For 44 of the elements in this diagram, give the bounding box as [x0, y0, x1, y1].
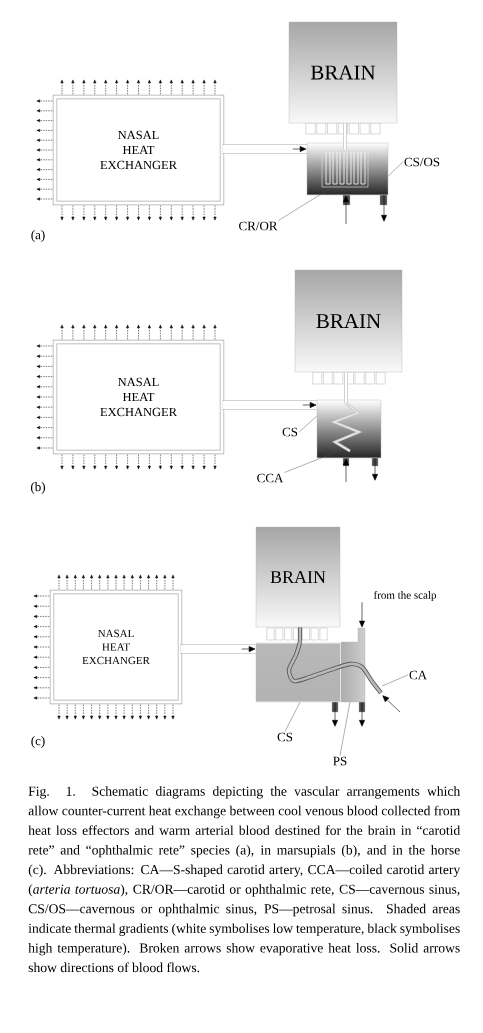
panel-label: (c) — [31, 736, 45, 748]
annotation-text: from the scalp — [373, 590, 437, 602]
brain-box: BRAIN — [294, 269, 403, 373]
flow-arrow — [372, 457, 378, 481]
brain-box: BRAIN — [288, 21, 398, 124]
leader-line — [284, 452, 337, 473]
abbreviation-label: PS — [333, 756, 347, 766]
leader-line — [278, 187, 333, 221]
artery-tube — [286, 641, 383, 695]
heat-exchanger-box: NASAL HEAT EXCHANGER — [52, 339, 225, 455]
flow-arrow — [332, 701, 338, 727]
abbreviation-label: CS — [282, 427, 298, 437]
abbreviation-label: CCA — [257, 473, 284, 483]
abbreviation-label: CA — [409, 670, 427, 680]
caption: Fig. 1. Schematic diagrams depicting the vascular arrangements which allow counter-current heat exchange between cool venous blood collected from heat loss effectors and warm arterial blood destined for the brain in “carotid rete” and “ophthalmic rete” species (a), in marsupials (b), and in the horse (c). Abbreviations: CA—S-shaped carotid artery, CCA—coiled carotid artery (arteria tortuosa), CR/OR—carotid or ophthalmic rete, CS—cavernous sinus, CS/OS—cavernous or ophthalmic sinus, PS—petrosal sinus. Shaded areas indicate thermal gradients (white symbolises low temperature, black symbolises high temperature). Broken arrows show evaporative heat loss. Solid arrows show directions of blood flows. — [28, 786, 461, 973]
leader-line — [381, 674, 408, 687]
panel-label: (b) — [31, 482, 45, 494]
abbreviation-label: CS/OS — [404, 157, 440, 167]
flow-arrow — [359, 601, 365, 628]
rete-drawing — [321, 149, 369, 188]
flow-arrow — [343, 195, 349, 225]
leader-line — [339, 702, 351, 756]
panel-label: (a) — [31, 230, 45, 242]
leader-line — [284, 702, 301, 732]
flow-arrow — [381, 194, 387, 222]
flow-arrow — [343, 458, 349, 483]
flow-arrow — [382, 695, 401, 713]
vessel — [343, 123, 347, 150]
abbreviation-label: CS — [277, 732, 293, 742]
flow-arrow — [359, 701, 365, 727]
artery-tube — [297, 627, 303, 642]
leader-line — [387, 161, 403, 177]
coiled-artery — [330, 401, 363, 453]
leader-line — [298, 415, 318, 433]
sinus-box — [316, 399, 382, 459]
abbreviation-label: CR/OR — [239, 221, 278, 231]
sinus-box — [340, 627, 366, 703]
vessel — [344, 372, 348, 403]
brain-box: BRAIN — [255, 526, 341, 628]
heat-exchanger-box: NASAL HEAT EXCHANGER — [49, 589, 183, 705]
tube-connector — [180, 644, 256, 654]
heat-exchanger-box: NASAL HEAT EXCHANGER — [52, 94, 225, 206]
tube-connector — [222, 144, 307, 154]
tube-connector — [222, 400, 317, 410]
